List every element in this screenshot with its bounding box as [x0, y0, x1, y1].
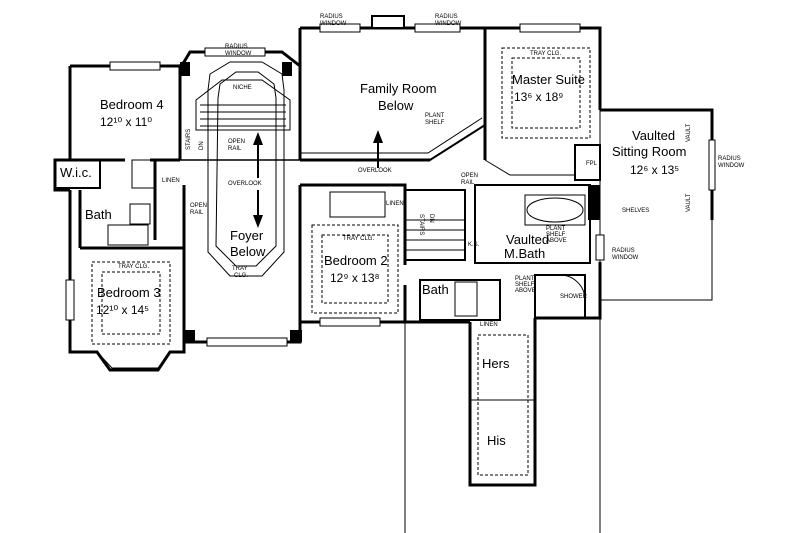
bedroom3-dims: 12¹⁰ x 14⁵: [96, 303, 149, 317]
overlook-label-left: OVERLOOK: [228, 181, 262, 187]
bath-plant-shelf-3: ABOVE: [515, 288, 536, 294]
stairs-label-left: STAIRS: [186, 129, 192, 150]
open-rail-1b: RAIL: [228, 146, 242, 152]
radius-window-2b: WINDOW: [435, 21, 462, 27]
open-rail-3: OPEN: [461, 173, 478, 179]
dn-label-left: DN: [199, 141, 205, 150]
linen-label-mid: LINEN: [386, 201, 404, 207]
room-labels: Bedroom 4 12¹⁰ x 11⁰ Bedroom 3 12¹⁰ x 14…: [60, 72, 686, 448]
bedroom4-dims: 12¹⁰ x 11⁰: [100, 115, 152, 129]
shelves-label: SHELVES: [622, 208, 649, 214]
bath-left-name: Bath: [85, 207, 112, 222]
hers-name: Hers: [482, 356, 510, 371]
radius-window-top-left: RADIUS: [225, 44, 248, 50]
sitting-room-vaulted: Vaulted: [632, 128, 675, 143]
open-rail-2b: RAIL: [190, 210, 204, 216]
sitting-room-name: Sitting Room: [612, 144, 686, 159]
overlook-label-mid: OVERLOOK: [358, 168, 392, 174]
interior-walls: [54, 47, 601, 476]
plan-notes: RADIUS WINDOW RADIUS WINDOW RADIUS WINDO…: [118, 14, 745, 328]
bedroom2-tray: TRAY CLG.: [343, 236, 374, 242]
foyer-tray: TRAY: [232, 266, 248, 272]
master-suite-dims: 13⁶ x 18⁹: [514, 90, 563, 104]
foyer-name: Foyer: [230, 228, 264, 243]
master-tray: TRAY CLG.: [530, 51, 561, 57]
bath-plant-shelf-2: SHELF: [515, 282, 535, 288]
exterior-walls: [53, 15, 716, 533]
dn-label-mid: DN: [428, 214, 434, 223]
bath-mid-name: Bath: [422, 282, 449, 297]
open-rail-1: OPEN: [228, 139, 245, 145]
foyer-sub: Below: [230, 244, 266, 259]
ks-label: K.S.: [468, 242, 480, 248]
open-rail-2: OPEN: [190, 203, 207, 209]
radius-window-1b: WINDOW: [320, 21, 347, 27]
vault-label-2: VAULT: [686, 193, 692, 212]
bedroom4-name: Bedroom 4: [100, 97, 164, 112]
radius-window-1: RADIUS: [320, 14, 343, 20]
radius-window-2: RADIUS: [435, 14, 458, 20]
mbath-plant-shelf-1: PLANT: [546, 226, 566, 232]
family-room-name: Family Room: [360, 81, 437, 96]
niche-label: NICHE: [233, 85, 252, 91]
radius-window-3: RADIUS: [718, 156, 741, 162]
mbath-name: M.Bath: [504, 246, 545, 261]
vault-label-1: VAULT: [686, 123, 692, 142]
open-rail-3b: RAIL: [461, 180, 475, 186]
mbath-plant-shelf-3: ABOVE: [546, 238, 567, 244]
bedroom2-dims: 12⁹ x 13⁸: [330, 271, 380, 285]
sitting-room-dims: 12⁶ x 13⁵: [630, 163, 679, 177]
bath-plant-shelf-1: PLANT: [515, 276, 535, 282]
foyer-clg: CLG.: [234, 273, 248, 279]
fpl-label: FPL: [586, 161, 598, 167]
plant-shelf-family-b: SHELF: [425, 120, 445, 126]
linen-label-left: LINEN: [162, 178, 180, 184]
radius-window-4b: WINDOW: [612, 255, 639, 261]
radius-window-top-left-2: WINDOW: [225, 51, 252, 57]
family-room-sub: Below: [378, 98, 414, 113]
bedroom3-tray: TRAY CLG.: [118, 264, 149, 270]
radius-window-3b: WINDOW: [718, 163, 745, 169]
plant-shelf-family: PLANT: [425, 113, 445, 119]
radius-window-4: RADIUS: [612, 248, 635, 254]
linen-label-closet: LINEN: [480, 322, 498, 328]
bedroom3-name: Bedroom 3: [97, 285, 161, 300]
windows: [65, 23, 605, 347]
overlook-arrows: [253, 130, 383, 228]
mbath-plant-shelf-2: SHELF: [546, 232, 566, 238]
master-suite-name: Master Suite: [512, 72, 585, 87]
wic-name: W.i.c.: [60, 165, 92, 180]
mbath-vaulted: Vaulted: [506, 232, 549, 247]
bedroom2-name: Bedroom 2: [324, 253, 388, 268]
stairs-label-mid: STAIRS: [418, 214, 424, 235]
shower-label: SHOWER: [560, 294, 588, 300]
his-name: His: [487, 433, 506, 448]
